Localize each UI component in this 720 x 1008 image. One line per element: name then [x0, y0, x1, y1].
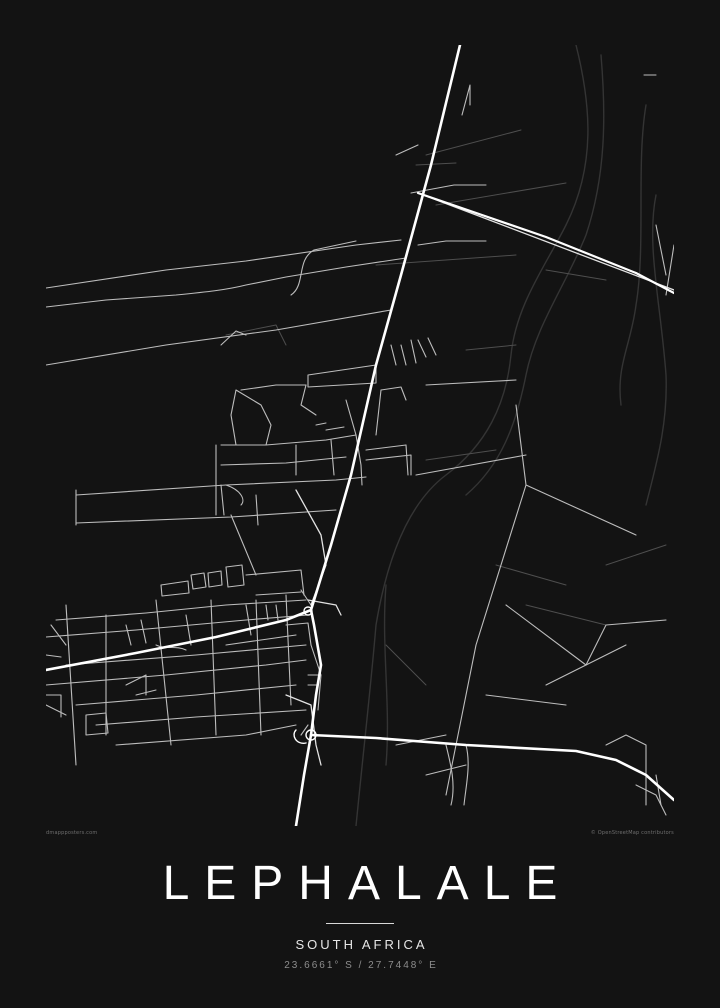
country-subtitle: SOUTH AFRICA — [295, 937, 428, 952]
roundabouts — [293, 606, 317, 744]
street-map — [46, 45, 674, 826]
minor-roads — [46, 74, 674, 816]
coordinates-text: 23.6661° S / 27.7448° E — [284, 960, 438, 971]
minor-roads-faint — [225, 129, 667, 686]
title-divider — [326, 923, 394, 924]
city-title: LEPHALALE — [162, 857, 573, 910]
river-lines — [355, 45, 667, 826]
credit-right: © OpenStreetMap contributors — [590, 830, 674, 836]
southern-highway — [309, 733, 674, 802]
major-roads — [46, 45, 674, 826]
main-highway-north-south — [294, 45, 462, 826]
credit-left: dmappposters.com — [46, 830, 98, 836]
western-highway — [46, 608, 313, 672]
eastern-cross-road — [416, 191, 674, 295]
